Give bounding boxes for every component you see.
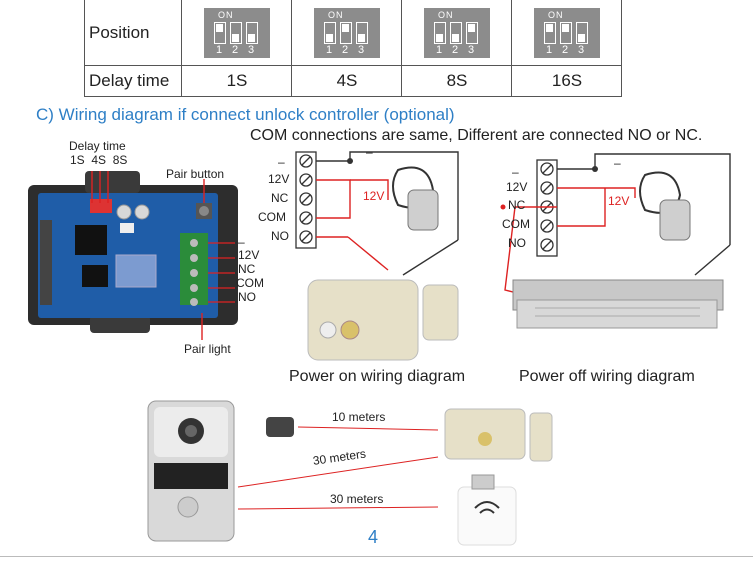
delay-8s: 8S	[401, 66, 512, 96]
off-terminal-nc: NC	[508, 198, 526, 212]
dip-switch-4s: ON 1 2 3	[314, 7, 380, 58]
on-terminal-nc: NC	[271, 191, 289, 205]
distance-remote: 10 meters	[332, 410, 386, 424]
delay-4s: 4S	[291, 66, 402, 96]
off-terminal-minus: –	[512, 165, 519, 179]
dip-cell-4s: ON 1 2 3	[291, 0, 402, 65]
page-number: 4	[368, 527, 379, 547]
board-terminal-12v: 12V	[238, 248, 260, 262]
position-row: Position ON 1 2 3 ON 1 2 3	[85, 0, 621, 66]
delay-table: Position ON 1 2 3 ON 1 2 3	[84, 0, 622, 97]
off-wire-12v: 12V	[608, 194, 630, 208]
pair-button-label: Pair button	[166, 167, 225, 181]
dip-cell-8s: ON 1 2 3	[401, 0, 512, 65]
delay-time-label: Delay time	[69, 139, 126, 153]
range-illustration	[147, 400, 553, 546]
power-off-caption: Power off wiring diagram	[519, 368, 695, 385]
on-terminal-no: NO	[271, 229, 289, 243]
controller-board-illustration	[28, 171, 238, 340]
com-note: COM connections are same, Different are …	[250, 127, 703, 144]
distance-usb: 30 meters	[330, 492, 384, 506]
dip-switch-16s: ON 1 2 3	[534, 7, 600, 58]
dip-cell-1s: ON 1 2 3	[181, 0, 292, 65]
off-terminal-12v: 12V	[506, 180, 528, 194]
board-terminal-minus: –	[238, 235, 245, 249]
on-wire-minus: –	[366, 145, 373, 159]
on-terminal-12v: 12V	[268, 172, 290, 186]
footer-divider	[0, 556, 753, 557]
delay-row: Delay time 1S 4S 8S 16S	[85, 66, 621, 96]
power-on-diagram	[295, 151, 459, 361]
delay-options-label: 1S 4S 8S	[70, 153, 128, 167]
off-terminal-com: COM	[502, 217, 530, 231]
section-title: C) Wiring diagram if connect unlock cont…	[36, 105, 455, 124]
delay-1s: 1S	[181, 66, 292, 96]
power-off-diagram	[500, 153, 731, 329]
dip-switch-8s: ON 1 2 3	[424, 7, 490, 58]
pair-light-label: Pair light	[184, 342, 231, 356]
board-terminal-no: NO	[238, 290, 256, 304]
on-terminal-com: COM	[258, 210, 286, 224]
delay-16s: 16S	[511, 66, 622, 96]
delay-label: Delay time	[89, 71, 170, 90]
off-terminal-no: NO	[508, 236, 526, 250]
on-terminal-minus: –	[278, 155, 285, 169]
board-terminal-com: COM	[236, 276, 264, 290]
dip-cell-16s: ON 1 2 3	[511, 0, 622, 65]
on-wire-12v: 12V	[363, 189, 385, 203]
off-wire-minus: –	[614, 156, 621, 170]
position-label: Position	[89, 22, 150, 42]
board-terminal-nc: NC	[238, 262, 256, 276]
power-on-caption: Power on wiring diagram	[289, 368, 466, 385]
dip-switch-1s: ON 1 2 3	[204, 7, 270, 58]
